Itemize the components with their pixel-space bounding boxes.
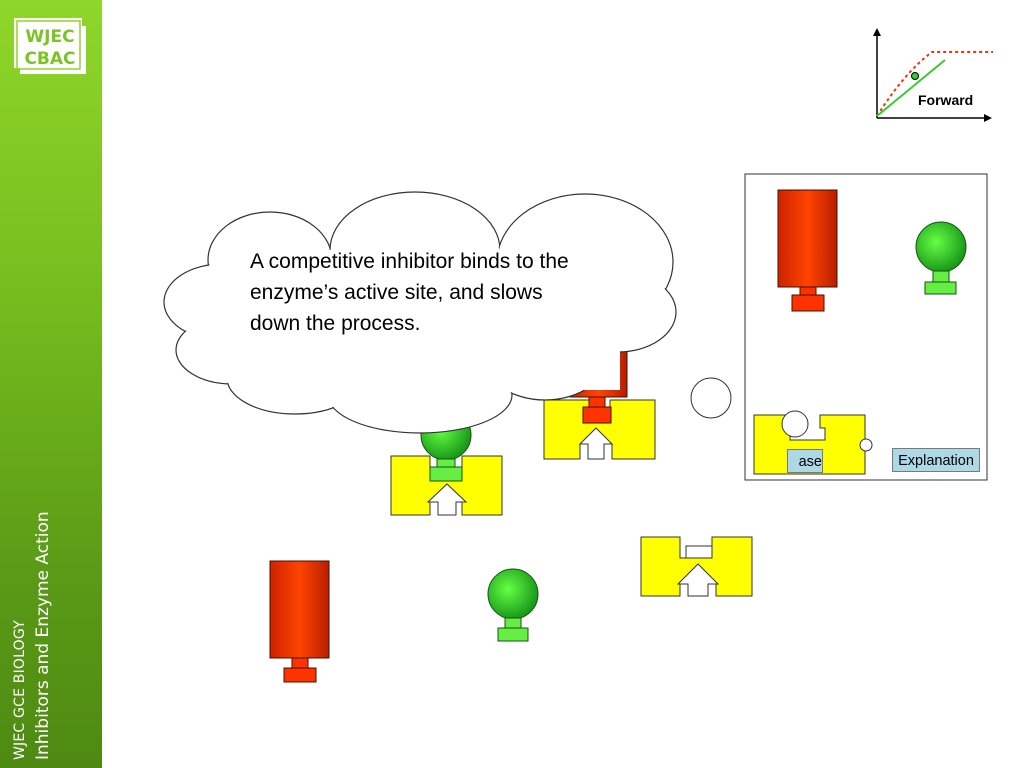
thought-text: A competitive inhibitor binds to the enz… — [250, 250, 569, 335]
rate-graph — [873, 28, 993, 122]
graph-x-arrow-icon — [984, 114, 992, 122]
free-inhibitor[interactable] — [487, 568, 539, 642]
sidebar: WJEC CBAC WJEC GCE BIOLOGY Inhibitors an… — [0, 0, 102, 768]
panel-inhibitor[interactable] — [915, 221, 967, 295]
cloud-tail-puff — [690, 377, 732, 419]
logo-line2: CBAC — [24, 49, 75, 69]
graph-label: Forward — [918, 92, 974, 108]
base-button[interactable]: ase — [787, 449, 823, 473]
graph-marker — [911, 72, 919, 80]
wjec-logo: WJEC CBAC — [14, 18, 86, 74]
graph-inhibited-line — [876, 59, 946, 117]
free-enzyme[interactable] — [640, 536, 753, 597]
explanation-button[interactable]: Explanation — [892, 448, 980, 472]
logo-line1: WJEC — [25, 27, 74, 47]
thought-cloud — [163, 191, 732, 434]
panel-cloud-puff-large — [781, 410, 809, 438]
graph-y-arrow-icon — [873, 28, 881, 36]
panel-cloud-puff-small — [859, 438, 873, 452]
free-substrate[interactable] — [269, 560, 330, 683]
panel-substrate[interactable] — [777, 189, 838, 312]
